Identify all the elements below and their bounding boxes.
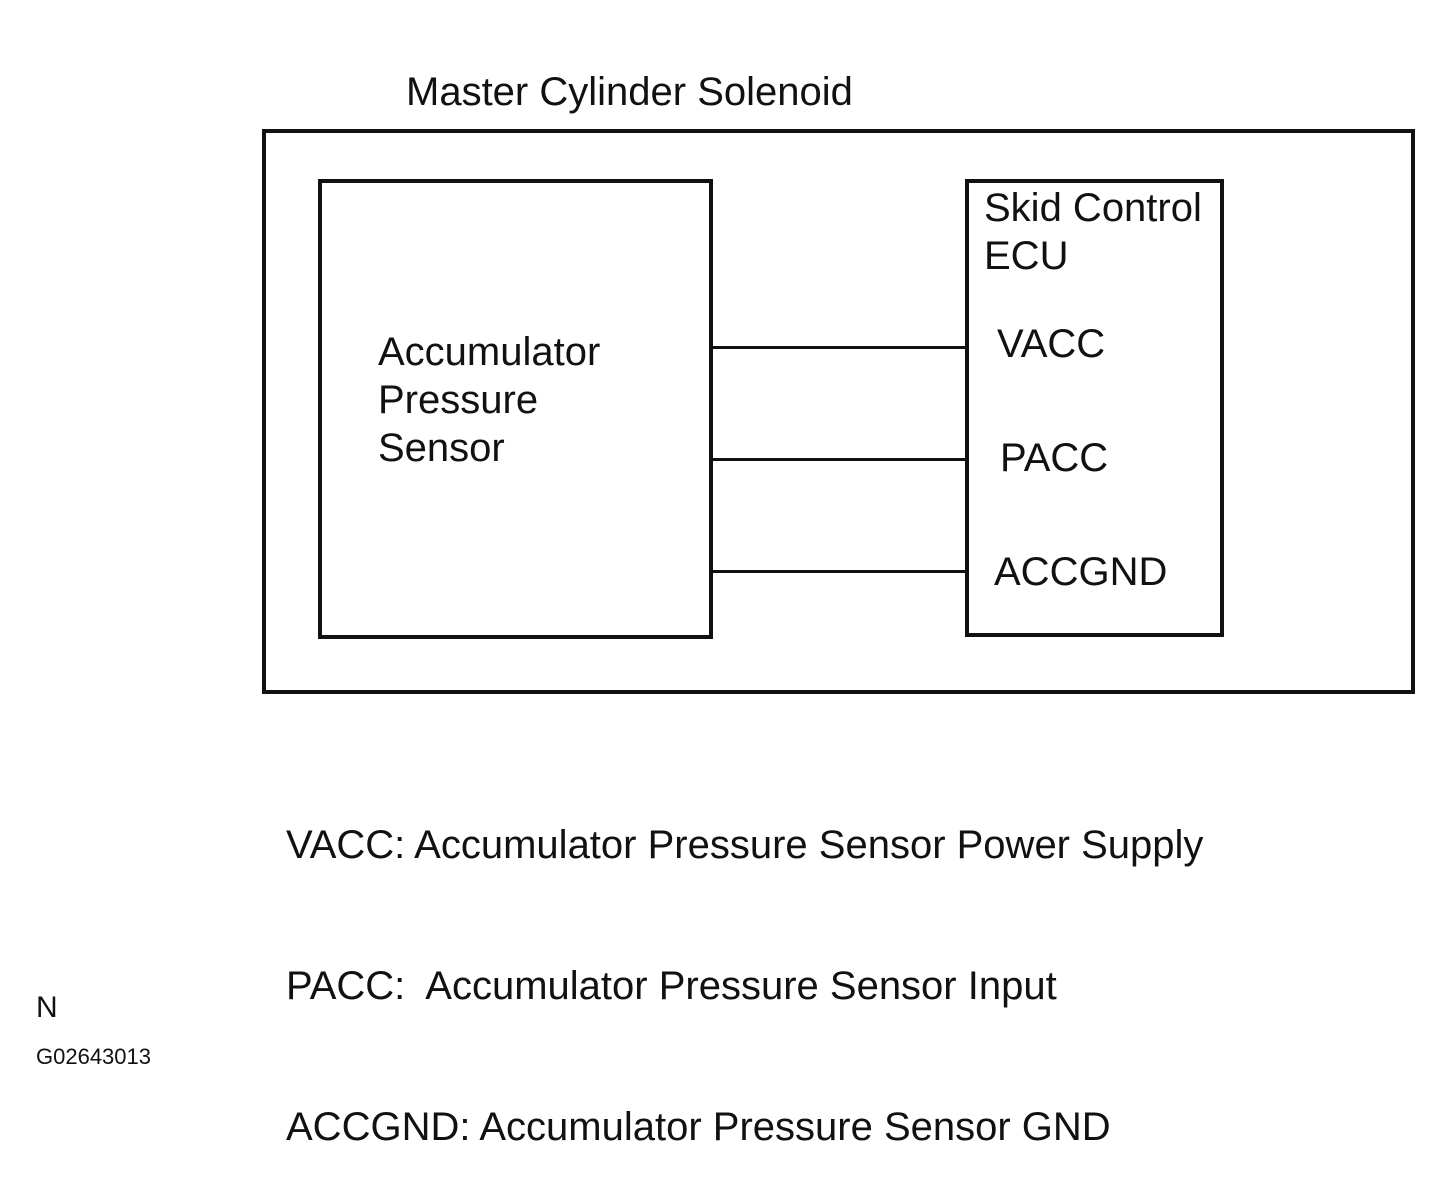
figure-id: G02643013 [36,1044,151,1069]
legend-line-pacc: PACC: Accumulator Pressure Sensor Input [286,964,1057,1008]
sensor-label-line-1: Accumulator [378,330,601,374]
figure-code: N [36,991,58,1024]
sensor-label-line-3: Sensor [378,426,505,470]
wire-vacc [713,346,965,349]
pin-vacc: VACC [997,322,1106,366]
pin-accgnd: ACCGND [994,550,1168,594]
ecu-title-line-2: ECU [984,234,1069,278]
ecu-title-line-1: Skid Control [984,186,1202,230]
legend-line-accgnd: ACCGND: Accumulator Pressure Sensor GND [286,1105,1111,1149]
diagram-title: Master Cylinder Solenoid [406,70,853,114]
accumulator-pressure-sensor-box [318,179,713,639]
sensor-label: Accumulator Pressure Sensor [378,328,600,472]
ecu-title: Skid Control ECU [984,184,1202,280]
legend-line-vacc: VACC: Accumulator Pressure Sensor Power … [286,823,1204,867]
wire-accgnd [713,570,965,573]
pin-pacc: PACC [1000,436,1109,480]
wire-pacc [713,458,965,461]
sensor-label-line-2: Pressure [378,378,539,422]
skid-control-ecu-box [965,179,1224,637]
legend: VACC: Accumulator Pressure Sensor Power … [286,728,1203,1198]
